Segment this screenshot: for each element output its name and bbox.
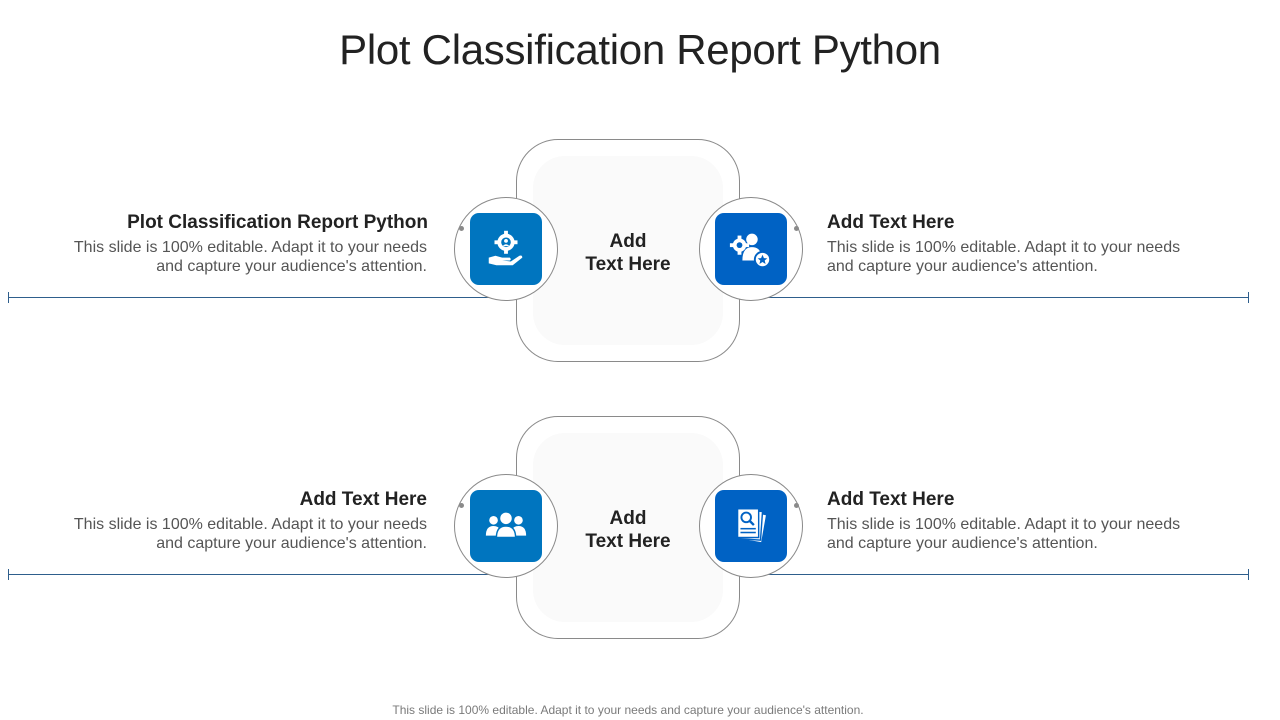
ring-dot (459, 503, 464, 508)
desc-line: and capture your audience's attention. (827, 535, 1098, 552)
line-tick-right-top (1248, 292, 1249, 303)
center-card-line2: Text Here (585, 254, 671, 275)
ring-dot (794, 226, 799, 231)
center-card-inner (533, 433, 723, 622)
item-heading-top-left: Plot Classification Report Python (127, 212, 428, 233)
item-heading-bottom-right: Add Text Here (827, 489, 955, 510)
slide-footer: This slide is 100% editable. Adapt it to… (392, 703, 864, 717)
desc-line: This slide is 100% editable. Adapt it to… (827, 516, 1181, 533)
center-card-inner (533, 156, 723, 345)
item-desc-bottom-left: This slide is 100% editable. Adapt it to… (67, 515, 427, 553)
item-heading-top-right: Add Text Here (827, 212, 955, 233)
icon-box-bottom-left (470, 490, 542, 562)
item-desc-top-left: This slide is 100% editable. Adapt it to… (67, 238, 427, 276)
slide-title: Plot Classification Report Python (339, 26, 941, 73)
document-search-icon (736, 508, 768, 544)
center-card-line1: Add (609, 231, 647, 252)
line-tick-left-top (8, 292, 9, 303)
icon-box-bottom-right (715, 490, 787, 562)
desc-line: This slide is 100% editable. Adapt it to… (73, 516, 427, 533)
line-tick-right-bottom (1248, 569, 1249, 580)
desc-line: and capture your audience's attention. (827, 258, 1098, 275)
desc-line: and capture your audience's attention. (156, 535, 427, 552)
user-gear-star-icon (729, 233, 772, 269)
desc-line: This slide is 100% editable. Adapt it to… (827, 239, 1181, 256)
item-heading-bottom-left: Add Text Here (299, 489, 427, 510)
team-icon (485, 512, 527, 539)
icon-box-top-left (470, 213, 542, 285)
ring-dot (794, 503, 799, 508)
center-card-line2: Text Here (585, 531, 671, 552)
gear-hand-icon (488, 230, 523, 266)
icon-box-top-right (715, 213, 787, 285)
center-card-text: Add Text Here (517, 507, 739, 553)
desc-line: This slide is 100% editable. Adapt it to… (73, 239, 427, 256)
ring-dot (459, 226, 464, 231)
line-tick-left-bottom (8, 569, 9, 580)
center-card-line1: Add (609, 508, 647, 529)
item-desc-top-right: This slide is 100% editable. Adapt it to… (827, 238, 1187, 276)
item-desc-bottom-right: This slide is 100% editable. Adapt it to… (827, 515, 1187, 553)
desc-line: and capture your audience's attention. (156, 258, 427, 275)
center-card-text: Add Text Here (517, 230, 739, 276)
